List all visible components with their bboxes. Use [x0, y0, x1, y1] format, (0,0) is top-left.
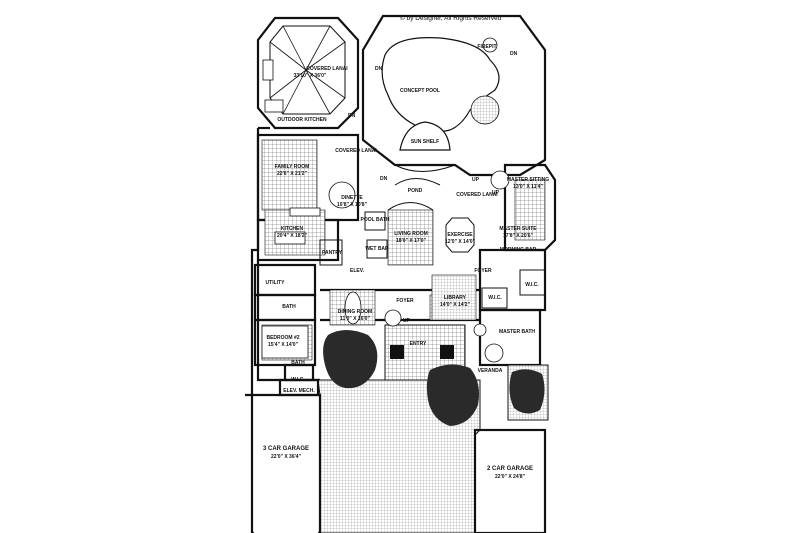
label-pool-bath: POOL BATH	[361, 217, 390, 223]
marker-dn-1: DN	[375, 66, 383, 72]
master-bath-tub	[484, 343, 504, 363]
wic-bed-walls	[283, 363, 315, 382]
marker-dn-2: DN	[348, 113, 356, 119]
dim-bedroom2: 15'4" X 14'0"	[268, 342, 299, 348]
pond-arch	[394, 178, 441, 186]
marker-up-2: UP	[492, 190, 500, 196]
label-family-room: FAMILY ROOM	[275, 164, 310, 170]
dim-dining-room: 11'0" X 16'0"	[340, 316, 370, 322]
label-covered-lanai-top: COVERED LANAI	[306, 66, 348, 72]
dim-garage-2car: 22'0" X 24'8"	[495, 474, 526, 480]
marker-dn-3: DN	[380, 176, 388, 182]
label-bedroom2: BEDROOM #2	[266, 335, 299, 341]
label-foyer-right: FOYER	[474, 268, 492, 274]
utility-walls	[253, 263, 317, 297]
label-bath-left: BATH	[282, 304, 296, 310]
label-dinette: DINETTE	[341, 195, 363, 201]
label-outdoor-kitchen: OUTDOOR KITCHEN	[277, 117, 327, 123]
label-elev-top: ELEV.	[350, 268, 365, 274]
label-master-bath: MASTER BATH	[499, 329, 535, 335]
bath-walls	[253, 293, 317, 322]
label-garage-2car: 2 CAR GARAGE	[487, 466, 533, 472]
lanai-octagon	[262, 25, 346, 115]
pool-bath-walls	[364, 211, 386, 231]
marker-up-1: UP	[472, 177, 480, 183]
label-utility: UTILITY	[266, 280, 286, 286]
label-kitchen: KITCHEN	[281, 226, 304, 232]
label-firepit: FIREPIT	[477, 44, 496, 50]
dim-living-room: 18'0" X 17'0"	[396, 238, 427, 244]
label-wic-3: W.I.C.	[291, 377, 305, 383]
wic2-walls	[519, 269, 546, 296]
kitchen-island	[274, 231, 306, 245]
copyright-text: © by Designer, All Rights Reserved	[400, 14, 502, 22]
label-covered-lanai-right: COVERED LANAI	[456, 192, 498, 198]
label-exercise: EXERCISE	[447, 232, 473, 238]
dim-dinette: 10'8" X 10'8"	[337, 202, 368, 208]
label-wic-2: W.I.C.	[525, 282, 539, 288]
label-bath-bed: BATH	[291, 360, 305, 366]
dim-covered-lanai-top: 33'10" X 36'0"	[294, 73, 327, 79]
label-library: LIBRARY	[444, 295, 467, 301]
dim-garage-3car: 22'0" X 36'4"	[271, 454, 302, 460]
stair-curve	[384, 309, 402, 327]
kitchen-counter	[289, 207, 321, 217]
wet-bar-walls	[366, 239, 388, 259]
marker-dn-4: DN	[510, 51, 518, 57]
bedroom2-bed	[261, 325, 309, 359]
garage-3car-floor	[254, 397, 318, 533]
dim-library: 14'0" X 14'2"	[440, 302, 471, 308]
label-morning-bar: MORNING BAR	[500, 247, 537, 253]
label-master-sitting: MASTER SITTING	[507, 177, 549, 183]
library-floor	[431, 274, 477, 321]
label-living-room: LIVING ROOM	[394, 231, 428, 237]
dining-table	[344, 291, 362, 325]
label-pantry: PANTRY	[322, 250, 343, 256]
label-elev-mech: ELEV. MECH.	[283, 388, 315, 394]
wic1-walls	[481, 287, 508, 309]
label-master-suite: MASTER SUITE	[499, 226, 537, 232]
dim-kitchen: 20'4" X 18'2"	[277, 233, 308, 239]
label-wet-bar: WET BAR	[365, 246, 389, 252]
dim-exercise: 12'0" X 14'0"	[445, 239, 476, 245]
garage-2car-walls	[473, 428, 547, 533]
dinette-table	[328, 181, 356, 209]
dim-family-room: 22'6" X 21'2"	[277, 171, 308, 177]
dim-master-suite: 17'8" X 20'6"	[503, 233, 534, 239]
label-pond: POND	[408, 188, 423, 194]
label-foyer-center: FOYER	[396, 298, 414, 304]
bath-fixture	[473, 323, 487, 337]
label-sun-shelf: SUN SHELF	[411, 139, 439, 145]
room-labels: COVERED LANAI 33'10" X 36'0" OUTDOOR KIT…	[263, 44, 549, 480]
concept-pool	[381, 37, 500, 172]
landscape-planters	[323, 330, 549, 426]
label-wic-1: W.I.C.	[488, 295, 502, 301]
label-garage-3car: 3 CAR GARAGE	[263, 446, 309, 452]
pantry-walls	[319, 239, 343, 266]
label-covered-lanai-left: COVERED LANAI	[335, 148, 377, 154]
label-concept-pool: CONCEPT POOL	[400, 88, 440, 94]
dim-master-sitting: 13'0" X 11'4"	[513, 184, 543, 190]
marker-up-3: UP	[403, 318, 411, 324]
living-arch	[387, 202, 434, 211]
label-dining-room: DINING ROOM	[338, 309, 372, 315]
exercise-octagon	[445, 217, 475, 253]
label-veranda: VERANDA	[478, 368, 503, 374]
label-entry: ENTRY	[410, 341, 427, 347]
spiral-stair	[490, 170, 510, 190]
